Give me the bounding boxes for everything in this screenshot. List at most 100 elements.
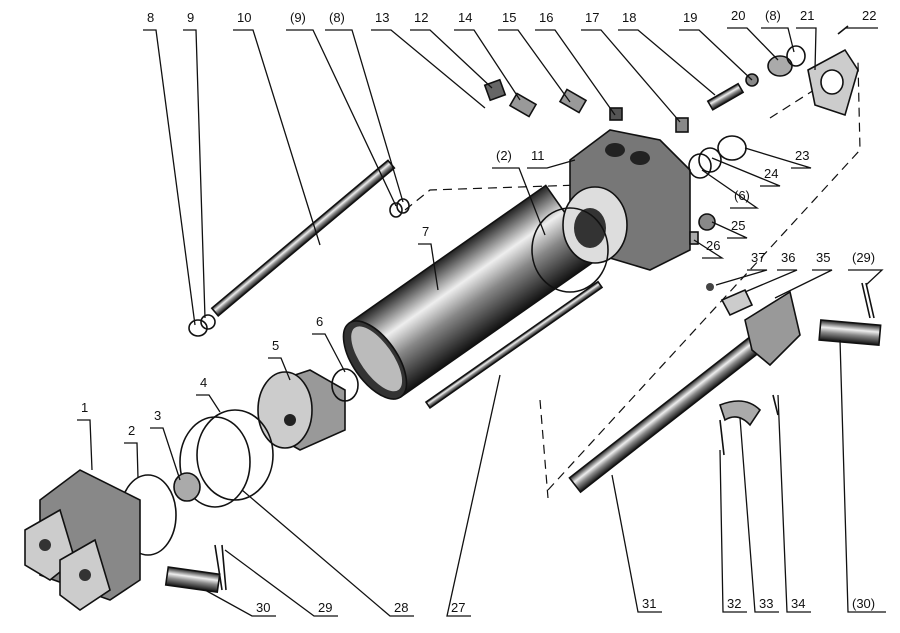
assembly-line-upper: [404, 184, 581, 211]
part-10-tie-rod: [210, 159, 396, 317]
part-label: 31: [642, 596, 656, 611]
part-label: 12: [414, 10, 428, 25]
leader-line: [679, 29, 753, 81]
part-label: (8): [765, 8, 781, 23]
part-label: 6: [316, 314, 323, 329]
leader-line: [446, 374, 501, 617]
leader-line: [312, 333, 346, 373]
part-label: 37: [751, 250, 765, 265]
leader-line: [744, 147, 812, 169]
assembly-line-right: [547, 60, 861, 491]
part-4-seals: [179, 409, 274, 508]
part-label: 23: [795, 148, 809, 163]
leader-line: [224, 549, 338, 617]
part-35-rod-eye: [744, 290, 801, 367]
part-7-cylinder-barrel: [342, 184, 599, 400]
part-27-tie-rod: [424, 280, 604, 409]
part-label: 20: [731, 8, 745, 23]
leader-line: [454, 29, 521, 101]
part-label: (8): [329, 10, 345, 25]
part-label: 35: [816, 250, 830, 265]
leader-line: [711, 157, 781, 187]
part-6-ring: [331, 368, 359, 402]
part-3-bushing: [173, 472, 201, 502]
part-label: 24: [764, 166, 778, 181]
part-label: 1: [81, 400, 88, 415]
leader-line: [410, 29, 493, 89]
leader-line: [286, 29, 397, 207]
leader-line: [761, 27, 795, 53]
part-label: 36: [781, 250, 795, 265]
leader-line: [183, 29, 206, 319]
part-label: 9: [187, 10, 194, 25]
part-label: 26: [706, 238, 720, 253]
leader-line: [498, 29, 571, 103]
part-label: (29): [852, 250, 875, 265]
leader-line: [777, 394, 811, 613]
part-29-clip-right: [861, 282, 875, 319]
part-label: 16: [539, 10, 553, 25]
part-5-piston: [257, 369, 346, 451]
part-label: 4: [200, 375, 207, 390]
leader-line: [744, 269, 798, 293]
part-label: 25: [731, 218, 745, 233]
part-label: 17: [585, 10, 599, 25]
part-label: 10: [237, 10, 251, 25]
part-8-9-seals: [188, 198, 410, 337]
leader-line: [492, 167, 546, 236]
leader-line: [77, 419, 93, 471]
part-label: 5: [272, 338, 279, 353]
leader-line: [719, 449, 747, 613]
leader-line: [711, 221, 748, 239]
leader-line: [701, 169, 760, 209]
leader-line: [124, 442, 139, 479]
part-label: 30: [256, 600, 270, 615]
leader-line: [581, 29, 681, 123]
leader-line: [150, 427, 181, 481]
part-label: 21: [800, 8, 814, 23]
part-label: 22: [862, 8, 876, 23]
leader-line: [839, 339, 886, 613]
assembly-line-lower: [539, 399, 549, 499]
part-label: 15: [502, 10, 516, 25]
part-30-pin-right: [818, 319, 882, 347]
leader-line: [143, 29, 196, 326]
leader-line: [204, 589, 276, 617]
part-label: (9): [290, 10, 306, 25]
parts-32-34-36-37: [706, 283, 779, 456]
part-20-21-flange: [767, 25, 859, 117]
part-label: 34: [791, 596, 805, 611]
leader-line: [774, 269, 833, 299]
leader-line: [715, 269, 768, 286]
part-label: 28: [394, 600, 408, 615]
part-label: (6): [734, 188, 750, 203]
rings-23-24-25: [688, 135, 747, 245]
part-label: 32: [727, 596, 741, 611]
leader-line: [196, 394, 221, 413]
part-label: 14: [458, 10, 472, 25]
leader-line: [796, 27, 817, 71]
leader-line: [527, 159, 576, 169]
part-11-cylinder-head: [562, 129, 691, 271]
leader-line: [535, 29, 616, 116]
fittings-12-18: [483, 73, 759, 133]
leader-line: [325, 29, 404, 203]
leader-line: [418, 243, 439, 291]
part-label: 2: [128, 423, 135, 438]
part-1-clevis: [24, 469, 141, 611]
part-label: (30): [852, 596, 875, 611]
part-label: 29: [318, 600, 332, 615]
part-label: 33: [759, 596, 773, 611]
leader-line: [268, 357, 291, 381]
part-30-pin: [164, 566, 221, 594]
leader-line: [693, 239, 725, 259]
part-2-o-ring: [531, 207, 609, 293]
leader-line: [611, 474, 662, 613]
part-label: 7: [422, 224, 429, 239]
part-label: 11: [531, 148, 545, 163]
part-label: 27: [451, 600, 465, 615]
part-label: 18: [622, 10, 636, 25]
